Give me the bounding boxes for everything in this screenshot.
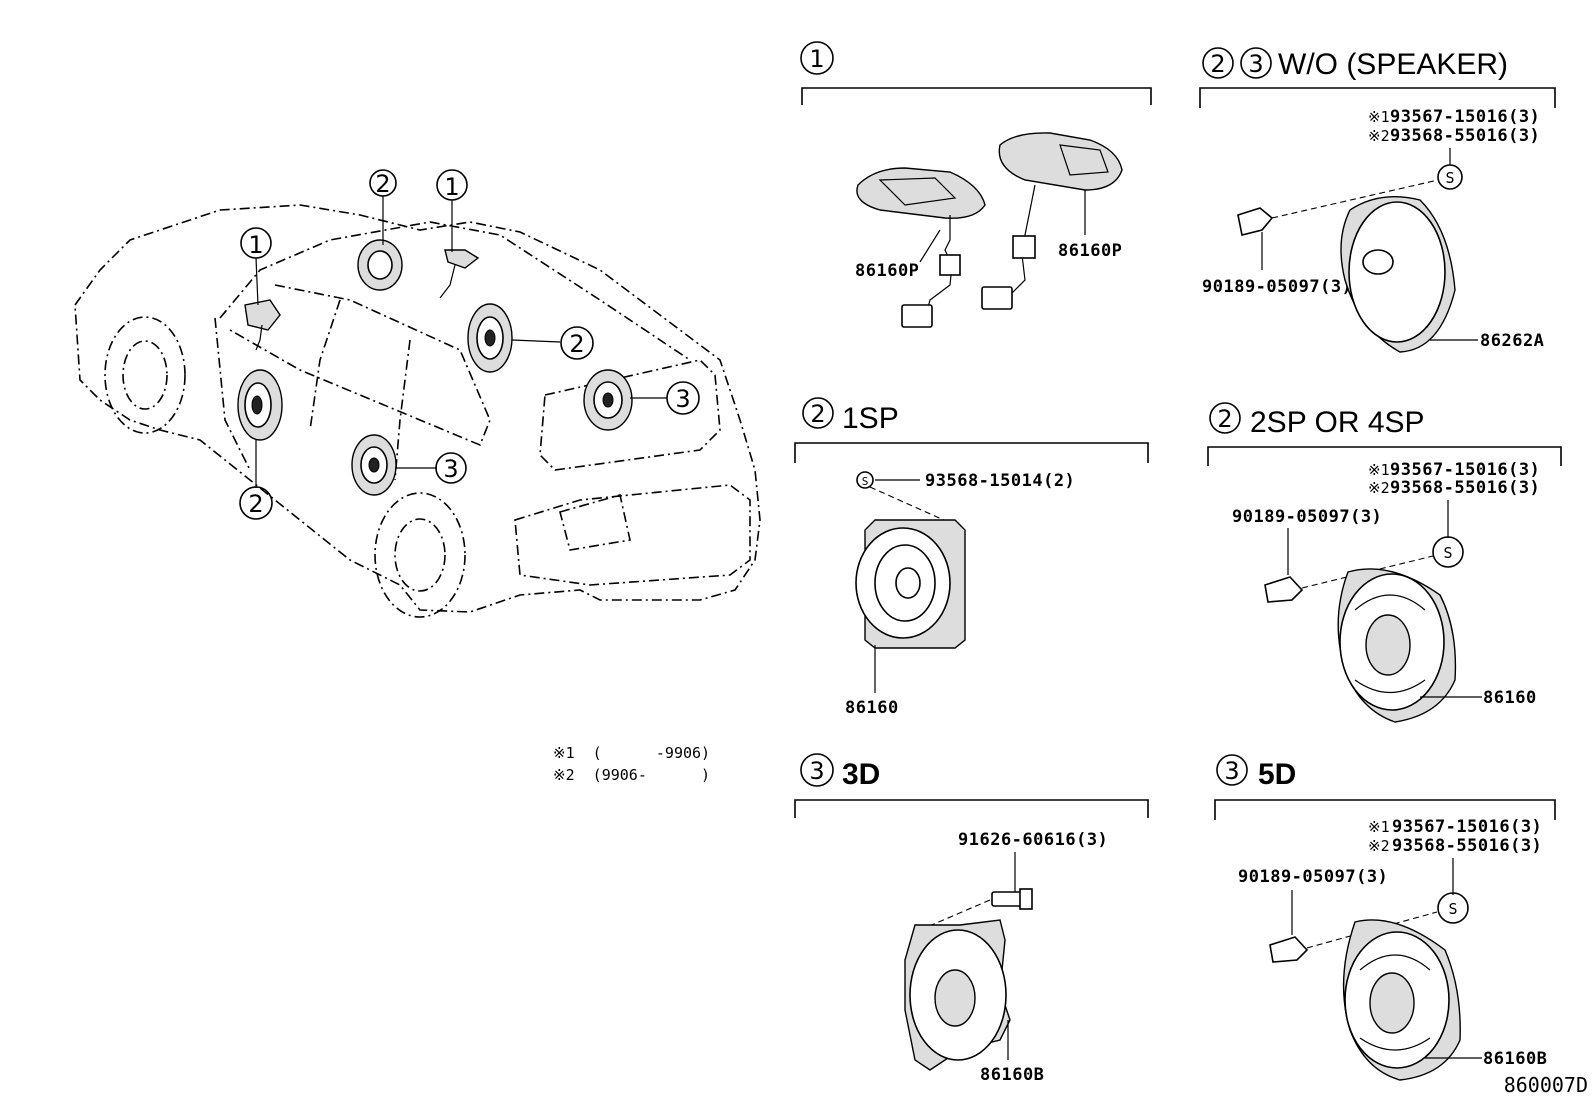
section-5d-circle: 3 xyxy=(1224,757,1239,785)
vehicle-speaker-back-door xyxy=(583,369,633,431)
callout-2: 1 xyxy=(444,173,459,201)
part-90189-05097-2sp: 90189-05097(3) xyxy=(1232,507,1382,527)
callout-5: 3 xyxy=(675,385,690,413)
legend-line-2: ※2 (9906- ) xyxy=(553,766,710,784)
callout-4: 2 xyxy=(569,330,584,358)
part-93568-55016-5d: 93568-55016(3) xyxy=(1392,836,1542,856)
section-1sp-circle: 2 xyxy=(810,400,825,428)
section-1sp-title: 1SP xyxy=(842,402,899,435)
vehicle-speaker-pillar xyxy=(439,249,480,299)
section-wo-title: W/O (SPEAKER) xyxy=(1278,48,1508,81)
screw-symbol-2sp: S xyxy=(1443,544,1452,562)
callout-3: 1 xyxy=(248,231,263,259)
speaker-86262A xyxy=(1340,195,1456,353)
d5-note2-mark: ※2 xyxy=(1368,837,1390,855)
section-1: 1 86160P 86160P xyxy=(800,41,1152,328)
diagram-code: 860007D xyxy=(1504,1073,1588,1097)
section-wo-circle-3: 3 xyxy=(1248,50,1263,78)
part-86160-1sp: 86160 xyxy=(845,698,899,718)
section-3d-title: 3D xyxy=(842,758,880,791)
legend-line-1: ※1 ( -9906) xyxy=(553,744,710,762)
vehicle-illustration xyxy=(74,196,761,618)
tweeter-left xyxy=(856,167,986,328)
section-3-3d: 3 3D 91626-60616(3) 86160B xyxy=(794,753,1149,1085)
part-90189-05097-wo: 90189-05097(3) xyxy=(1202,277,1352,297)
part-93568-15014: 93568-15014(2) xyxy=(925,471,1075,491)
callout-1: 2 xyxy=(375,170,390,198)
part-91626-60616: 91626-60616(3) xyxy=(958,830,1108,850)
clip-90189-2sp xyxy=(1264,576,1304,603)
wo-note2-mark: ※2 xyxy=(1368,127,1390,145)
bolt-91626 xyxy=(991,888,1033,910)
callout-6: 3 xyxy=(443,455,458,483)
section-2-2sp: 2 2SP OR 4SP ※1 93567-15016(3) ※2 93568-… xyxy=(1207,402,1562,723)
vehicle-speaker-quarter xyxy=(351,434,397,496)
speaker-86160-1sp xyxy=(855,519,966,649)
section-3-5d: 3 5D ※1 93567-15016(3) ※2 93568-55016(3)… xyxy=(1214,754,1556,1081)
section-wo-circle-2: 2 xyxy=(1210,50,1225,78)
section-2sp-title: 2SP OR 4SP xyxy=(1250,406,1425,439)
screw-symbol: S xyxy=(1445,169,1454,187)
part-86160B-5d: 86160B xyxy=(1483,1049,1547,1069)
vehicle-speaker-front-upper xyxy=(244,299,281,351)
screw-symbol-5d: S xyxy=(1448,900,1457,918)
d5-note1-mark: ※1 xyxy=(1368,818,1390,836)
vehicle-speaker-rear-upper xyxy=(357,239,403,291)
section-5d-title: 5D xyxy=(1258,758,1296,791)
section-2-3-wo: 2 3 W/O (SPEAKER) ※1 93567-15016(3) ※2 9… xyxy=(1199,47,1556,353)
vehicle-speaker-rear-door xyxy=(467,303,513,373)
part-93568-55016-wo: 93568-55016(3) xyxy=(1390,126,1540,146)
tweeter-right xyxy=(981,132,1123,310)
section-2-1sp: 2 1SP S 93568-15014(2) 86160 xyxy=(794,397,1149,718)
callout-7: 2 xyxy=(248,490,263,518)
speaker-86160B-3d xyxy=(904,919,1011,1071)
part-86160-2sp: 86160 xyxy=(1483,688,1537,708)
clip-90189 xyxy=(1237,207,1274,270)
part-90189-05097-5d: 90189-05097(3) xyxy=(1238,867,1388,887)
part-86160P-b: 86160P xyxy=(1058,241,1122,261)
sp2-note1-mark: ※1 xyxy=(1368,461,1390,479)
wo-note1-mark: ※1 xyxy=(1368,108,1390,126)
part-93567-15016-2sp: 93567-15016(3) xyxy=(1390,460,1540,480)
section-1-circle: 1 xyxy=(809,45,824,73)
part-93567-15016-5d: 93567-15016(3) xyxy=(1392,817,1542,837)
part-86160P-a: 86160P xyxy=(855,261,919,281)
section-2sp-circle: 2 xyxy=(1217,405,1232,433)
screw-symbol-1sp: S xyxy=(862,475,869,488)
vehicle-speaker-front-door xyxy=(237,369,283,441)
section-3d-circle: 3 xyxy=(809,757,824,785)
clip-90189-5d xyxy=(1269,936,1309,963)
sp2-note2-mark: ※2 xyxy=(1368,479,1390,497)
speaker-86160-2sp xyxy=(1337,568,1457,723)
vehicle-callouts: 2 1 1 2 3 3 2 xyxy=(239,169,700,520)
part-93567-15016-wo: 93567-15016(3) xyxy=(1390,107,1540,127)
part-86160B-3d: 86160B xyxy=(980,1065,1044,1085)
speaker-86160B-5d xyxy=(1342,919,1461,1081)
part-86262A: 86262A xyxy=(1480,331,1544,351)
part-93568-55016-2sp: 93568-55016(3) xyxy=(1390,478,1540,498)
